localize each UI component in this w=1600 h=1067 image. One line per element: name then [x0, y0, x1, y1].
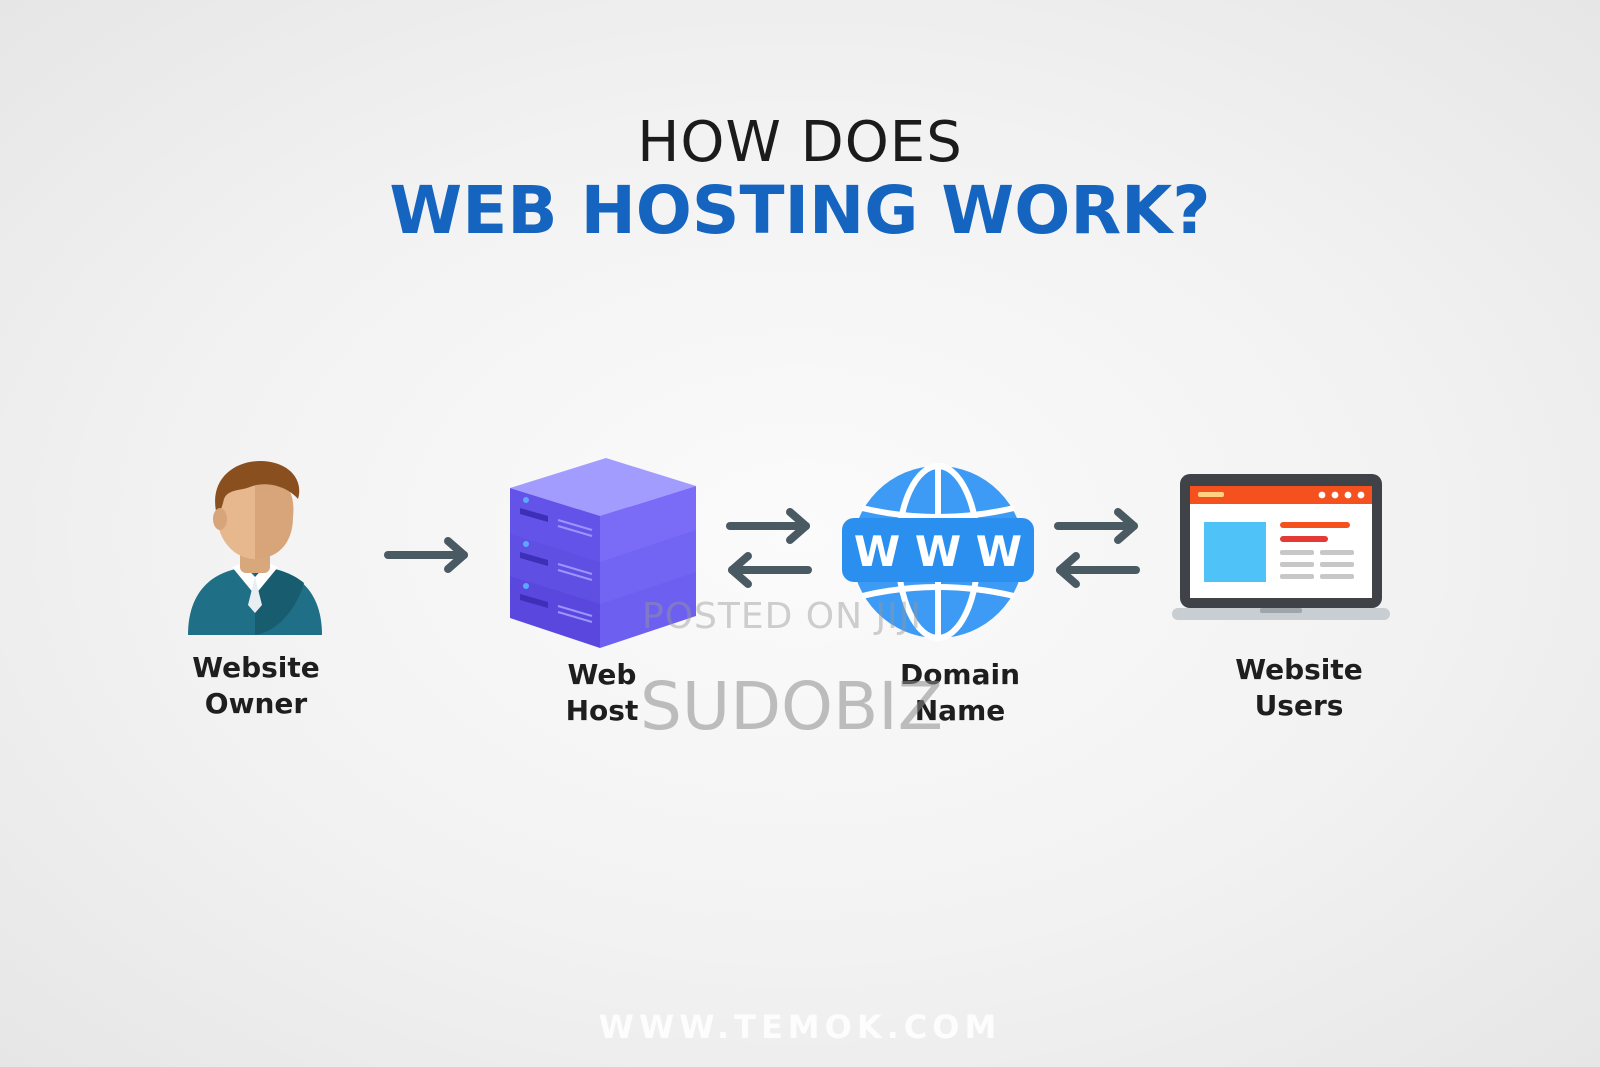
laptop-icon	[1172, 474, 1390, 620]
node-label-line: Host	[565, 694, 639, 727]
www-globe-icon: W W W	[842, 463, 1034, 641]
node-label-line: Users	[1254, 689, 1344, 722]
watermark-posted: POSTED ON JIJI	[642, 596, 922, 637]
node-label-web-host: Web Host	[492, 657, 712, 729]
watermark-brand: SUDOBIZ	[640, 668, 943, 745]
arrow-domain-users-bidirectional	[1054, 508, 1140, 588]
node-label-line: Name	[914, 694, 1006, 727]
title-line-2: WEB HOSTING WORK?	[389, 172, 1211, 249]
node-label-line: Web	[567, 658, 637, 691]
server-icon	[510, 458, 696, 648]
arrow-host-domain-bidirectional	[726, 508, 812, 588]
node-label-line: Website	[192, 651, 320, 684]
footer-url: WWW.TEMOK.COM	[598, 1008, 1002, 1046]
node-label-website-users: Website Users	[1189, 652, 1409, 724]
node-label-line: Website	[1235, 653, 1363, 686]
node-label-line: Owner	[204, 687, 308, 720]
title-line-1: HOW DOES	[637, 110, 963, 175]
arrow-owner-to-host	[384, 537, 468, 573]
node-label-domain-name: Domain Name	[850, 657, 1070, 729]
node-label-line: Domain	[899, 658, 1021, 691]
person-icon	[188, 461, 322, 635]
globe-www-text: W W W	[854, 527, 1022, 576]
node-label-website-owner: Website Owner	[146, 650, 366, 722]
